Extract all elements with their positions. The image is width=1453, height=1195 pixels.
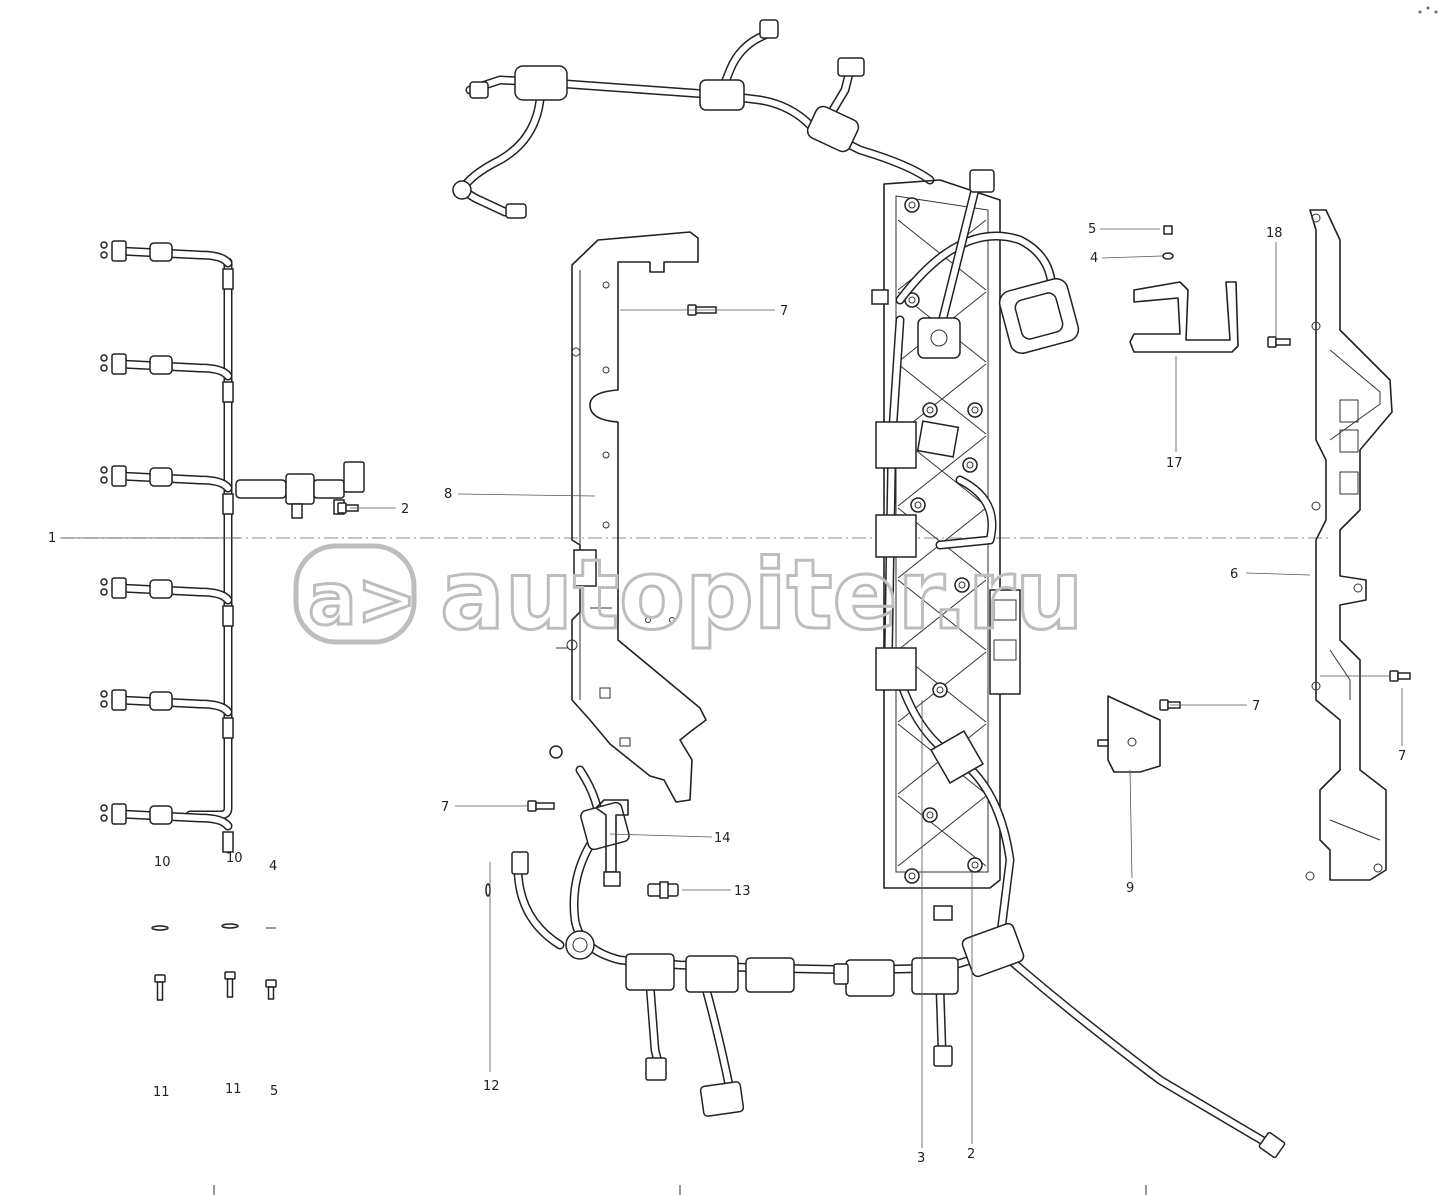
callout-9: 9 [1126,881,1134,896]
watermark: a> autopiter.ru [293,538,1085,653]
bolt-icon [265,979,277,1000]
callout-1: 1 [48,531,56,546]
injector-branch [100,803,234,853]
callout-10: 10 [226,851,243,866]
callout-10: 10 [154,855,171,870]
upper-harness [452,19,935,219]
callouts: 1 2 7 8 5 4 18 17 6 7 7 9 7 14 13 10 10 … [48,222,1406,1166]
watermark-text: autopiter.ru [440,539,1083,651]
callout-4: 4 [1090,251,1098,266]
corner-mark [1418,6,1438,14]
callout-12: 12 [483,1079,500,1094]
callout-14: 14 [714,831,731,846]
clip-icon [485,883,491,897]
intake-manifold [871,169,1080,945]
callout-7: 7 [780,304,788,319]
injector-harness [100,240,365,853]
callout-17: 17 [1166,456,1183,471]
bolt-icon [224,971,236,998]
harness-bracket [556,231,707,803]
injector-branch [100,353,234,403]
side-rail-bracket [1305,209,1393,881]
callout-11: 11 [153,1085,170,1100]
callout-2: 2 [967,1147,975,1162]
bolt-icon [1267,336,1291,348]
watermark-logo-icon [293,543,417,645]
callout-7: 7 [1252,699,1260,714]
lower-harness [511,745,1286,1159]
callout-5: 5 [1088,222,1096,237]
bolt-icon [527,800,555,812]
injector-branch [100,689,234,739]
watermark-logo-glyph: a> [308,557,417,641]
washer-icon [221,923,239,929]
callout-2: 2 [401,502,409,517]
bolt-icon [1389,670,1411,682]
callout-8: 8 [444,487,452,502]
fasteners [151,304,1411,1001]
leader-lines [62,228,1403,1148]
callout-11: 11 [225,1082,242,1097]
sensor-bracket [595,799,629,887]
injector-branch [100,577,234,627]
mounting-bracket [1129,225,1239,353]
callout-5: 5 [270,1084,278,1099]
callout-6: 6 [1230,567,1238,582]
callout-4: 4 [269,859,277,874]
washer-icon [151,925,169,931]
callout-18: 18 [1266,226,1283,241]
injector-branch [100,240,234,290]
stud-icon [647,881,679,899]
callout-7: 7 [441,800,449,815]
callout-3: 3 [917,1151,925,1166]
callout-13: 13 [734,884,751,899]
callout-7: 7 [1398,749,1406,764]
frame-ticks [213,1185,1147,1195]
injector-branch [100,465,234,515]
bolt-icon [154,974,166,1001]
small-bracket [1097,695,1161,773]
